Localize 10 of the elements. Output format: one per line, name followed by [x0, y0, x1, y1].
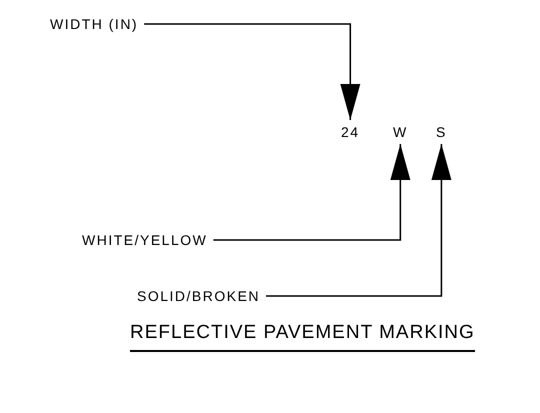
- arrow: [213, 144, 410, 241]
- text-label: SOLID/BROKEN: [137, 288, 260, 304]
- text-label: W: [393, 124, 408, 140]
- text-label: WHITE/YELLOW: [82, 232, 208, 248]
- title: REFLECTIVE PAVEMENT MARKING: [130, 320, 475, 352]
- arrow: [266, 144, 452, 297]
- text-label: 24: [341, 124, 360, 140]
- text-label: WIDTH (IN): [50, 16, 138, 32]
- text-label: S: [436, 124, 447, 140]
- arrow: [144, 23, 360, 120]
